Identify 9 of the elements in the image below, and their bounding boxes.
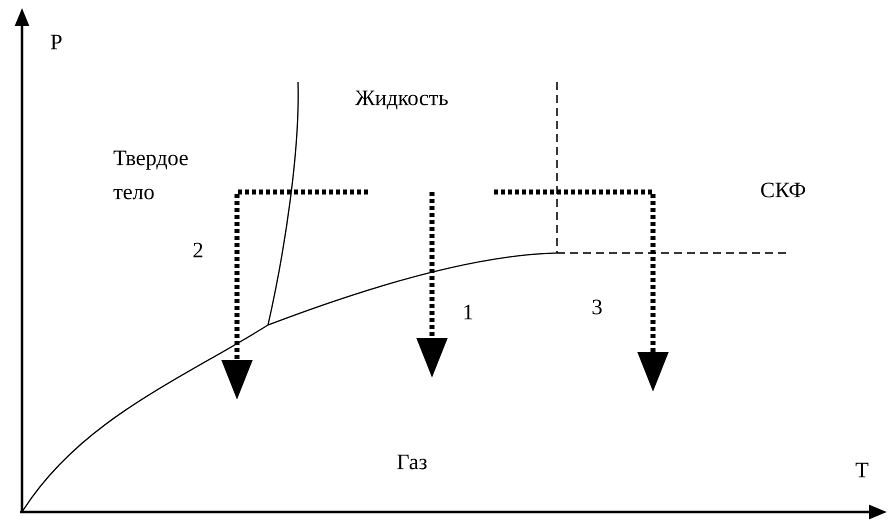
- region-label: Жидкость: [355, 90, 448, 110]
- region-label: СКФ: [761, 182, 806, 198]
- region-label: Твердое тело: [114, 150, 188, 200]
- axis-label: P: [50, 34, 62, 50]
- path-number: 2: [193, 242, 202, 258]
- region-label: Газ: [397, 454, 427, 470]
- path-number: 1: [464, 304, 472, 320]
- axis-label: T: [856, 462, 868, 478]
- path-number: 3: [592, 300, 602, 314]
